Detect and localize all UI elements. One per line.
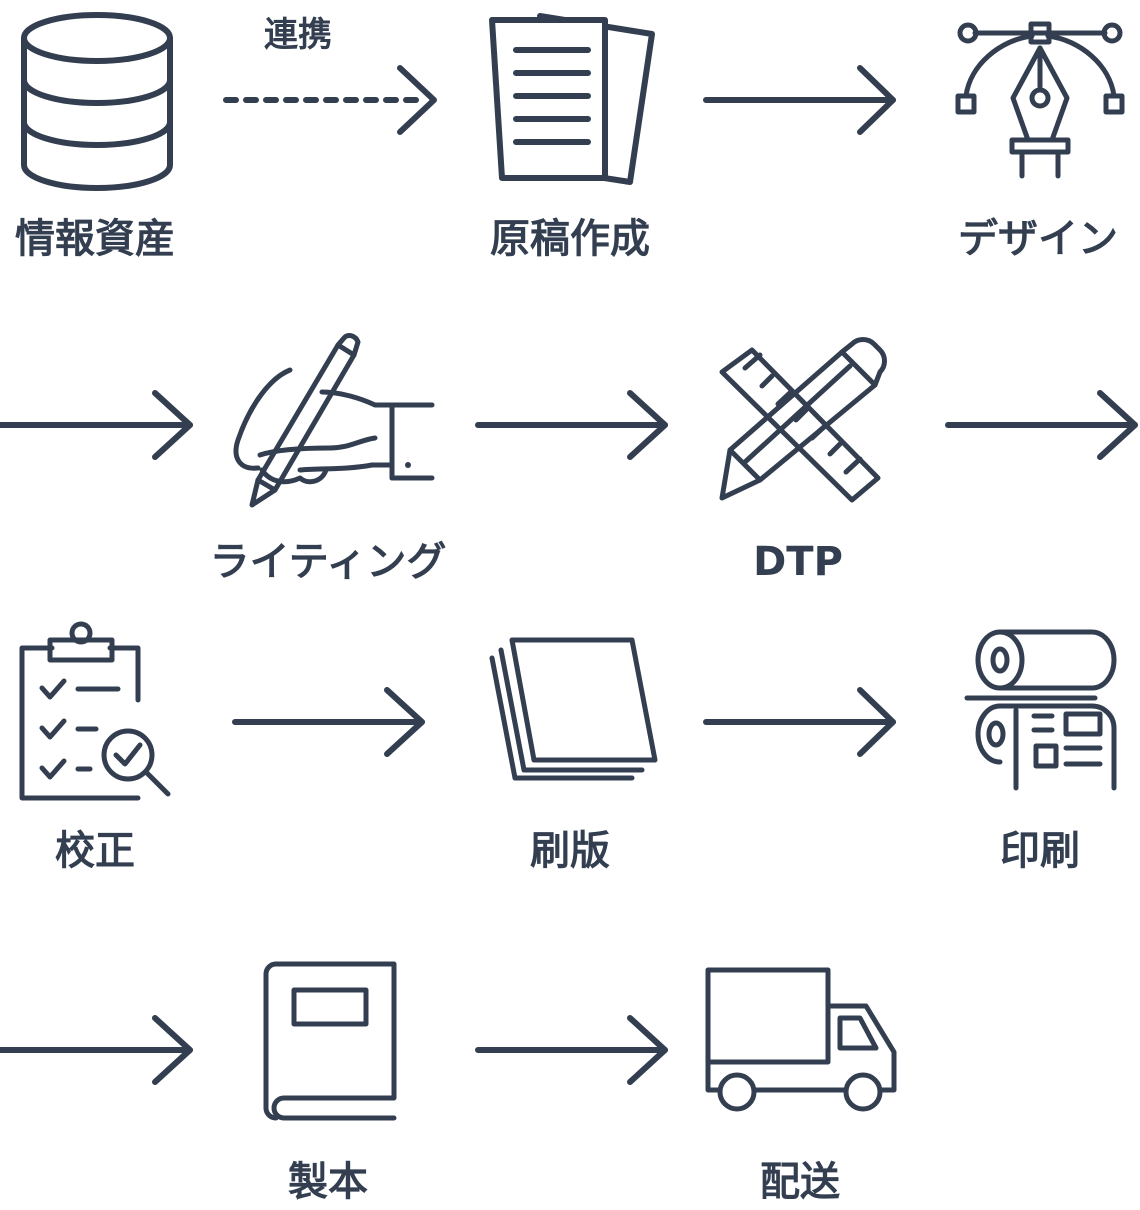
- plates-icon: [489, 637, 658, 781]
- step-label-manuscript: 原稿作成: [490, 216, 650, 262]
- step-label-proofreading: 校正: [55, 828, 135, 874]
- step-label-dtp: DTP: [753, 539, 843, 585]
- link-label: 連携: [264, 15, 332, 55]
- ruler-pencil-icon: [719, 337, 887, 503]
- book-icon: [263, 961, 397, 1121]
- database-icon: [21, 12, 173, 191]
- arrow-8: [475, 1015, 668, 1085]
- step-label-printing: 印刷: [1000, 828, 1080, 874]
- checklist-magnifier-icon: [19, 621, 171, 801]
- writing-hand-icon: [233, 332, 435, 508]
- arrow-3: [475, 390, 668, 460]
- step-label-design: デザイン: [958, 216, 1118, 262]
- arrow-2: [0, 390, 193, 460]
- dotted-link-arrow: [223, 65, 437, 135]
- step-label-binding: 製本: [288, 1159, 368, 1205]
- step-label-information-assets: 情報資産: [15, 216, 175, 262]
- pen-tool-icon: [955, 21, 1125, 179]
- arrow-7: [0, 1015, 193, 1085]
- step-label-plate-making: 刷版: [530, 828, 610, 874]
- printing-press-icon: [964, 629, 1117, 791]
- step-label-delivery: 配送: [760, 1159, 840, 1205]
- step-label-writing: ライティング: [210, 539, 447, 585]
- documents-icon: [489, 13, 655, 185]
- truck-icon: [705, 967, 897, 1112]
- arrow-5: [232, 687, 425, 757]
- arrow-1: [703, 65, 896, 135]
- arrow-6: [703, 687, 896, 757]
- arrow-4: [945, 390, 1138, 460]
